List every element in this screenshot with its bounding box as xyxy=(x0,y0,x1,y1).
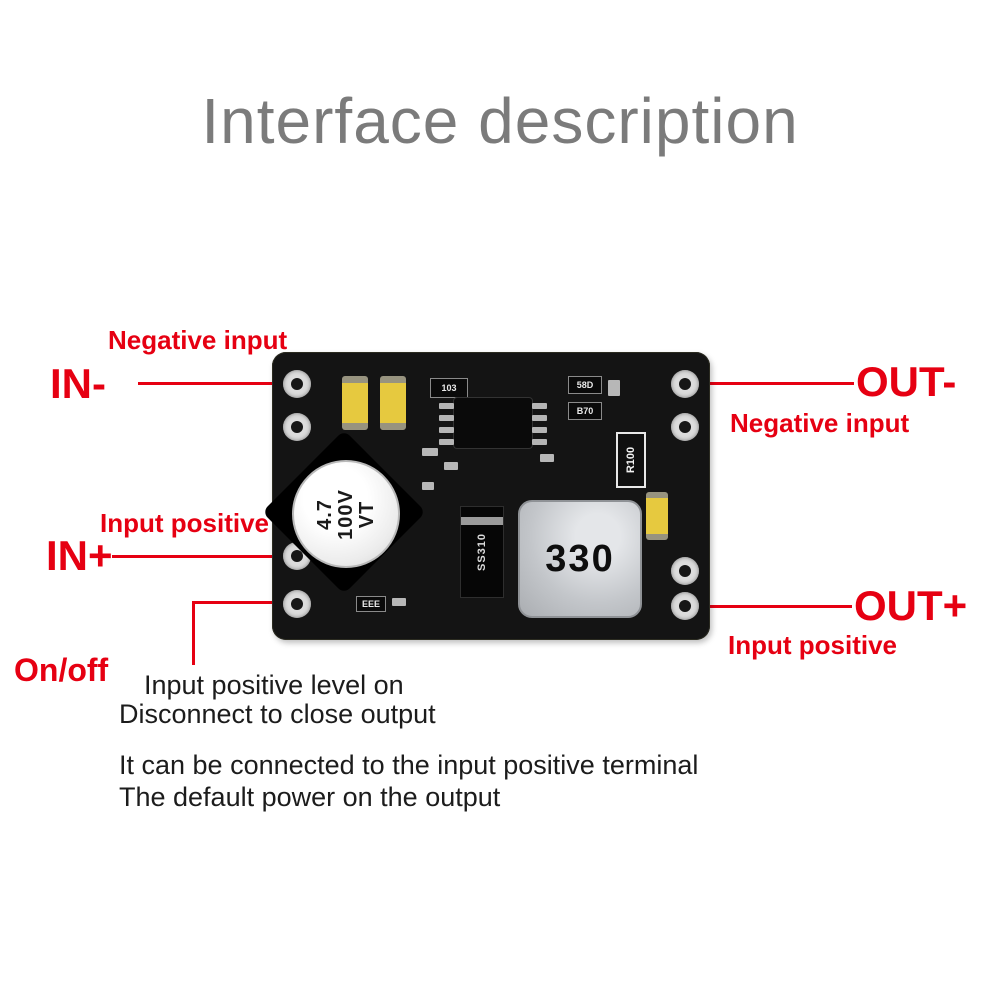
lead-line-onoff-vertical xyxy=(192,601,195,665)
smd-chip-103: 103 xyxy=(430,378,468,398)
note-onoff-line1: Input positive level on xyxy=(144,670,404,700)
note-onoff-line2: Disconnect to close output xyxy=(119,699,436,729)
yellow-capacitor-1 xyxy=(342,376,368,430)
ic-pin xyxy=(532,415,547,421)
lead-line-in-plus xyxy=(112,555,272,558)
label-negative-input-right: Negative input xyxy=(730,408,910,438)
solder-pad xyxy=(422,482,434,490)
ic-chip xyxy=(439,398,547,448)
note-paragraph-line1: It can be connected to the input positiv… xyxy=(119,750,699,780)
solder-pad xyxy=(444,462,458,470)
smd-chip-58d: 58D xyxy=(568,376,602,394)
solder-pad xyxy=(422,448,438,456)
label-in-minus: IN- xyxy=(50,360,106,407)
electrolytic-capacitor: 4.7 100V VT xyxy=(292,460,400,568)
ic-pin xyxy=(439,427,454,433)
lead-line-onoff-horizontal xyxy=(192,601,288,604)
lead-line-out-plus xyxy=(704,605,852,608)
note-paragraph-line2: The default power on the output xyxy=(119,782,501,812)
inductor-330: 330 xyxy=(518,500,642,618)
hole-out-minus xyxy=(671,370,699,398)
solder-pad xyxy=(392,598,406,606)
label-input-positive-left: Input positive xyxy=(100,508,269,538)
hole-out-plus-2 xyxy=(671,557,699,585)
label-out-minus: OUT- xyxy=(856,358,957,405)
hole-out-plus xyxy=(671,592,699,620)
lead-line-in-minus xyxy=(138,382,285,385)
yellow-capacitor-3 xyxy=(646,492,668,540)
diode-label: SS310 xyxy=(476,532,488,572)
smd-chip-b70-label: B70 xyxy=(576,406,594,416)
ic-pin xyxy=(532,427,547,433)
smd-chip-103-label: 103 xyxy=(441,383,457,393)
ic-pin xyxy=(532,403,547,409)
label-out-plus: OUT+ xyxy=(854,582,968,629)
hole-onoff xyxy=(283,590,311,618)
ic-pin xyxy=(439,415,454,421)
capacitor-marking: 4.7 100V VT xyxy=(313,488,378,540)
hole-in-minus xyxy=(283,370,311,398)
smd-chip-eee-label: EEE xyxy=(361,599,380,609)
resistor-r100: R100 xyxy=(616,432,646,488)
page-title: Interface description xyxy=(201,85,799,157)
pcb-board: 103 58D B70 EEE xyxy=(261,352,710,640)
yellow-capacitor-2 xyxy=(380,376,406,430)
ic-pin xyxy=(439,439,454,445)
label-input-positive-right: Input positive xyxy=(728,630,897,660)
hole-in-minus-2 xyxy=(283,413,311,441)
label-negative-input-left: Negative input xyxy=(108,325,288,355)
capacitor-mark: VT xyxy=(355,500,378,528)
hole-out-minus-2 xyxy=(671,413,699,441)
solder-pad xyxy=(540,454,554,462)
ic-pin xyxy=(532,439,547,445)
smd-chip-eee: EEE xyxy=(356,596,386,612)
solder-pad xyxy=(608,380,620,396)
smd-chip-b70: B70 xyxy=(568,402,602,420)
lead-line-out-minus xyxy=(706,382,854,385)
diode-ss310: SS310 xyxy=(460,506,504,598)
resistor-label: R100 xyxy=(625,446,638,474)
capacitor-value: 4.7 xyxy=(313,498,336,530)
ic-pin xyxy=(439,403,454,409)
capacitor-voltage: 100V xyxy=(334,488,357,540)
label-in-plus: IN+ xyxy=(46,532,113,579)
label-onoff: On/off xyxy=(14,652,109,688)
smd-chip-58d-label: 58D xyxy=(576,380,594,390)
inductor-label: 330 xyxy=(545,537,615,580)
